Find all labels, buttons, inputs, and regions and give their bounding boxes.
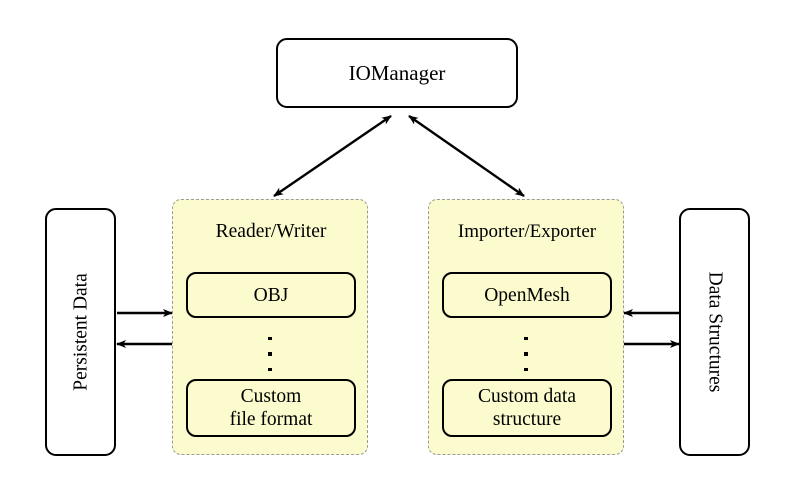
item-custom-data-structure-line2: structure xyxy=(492,409,562,430)
item-custom-file-format-line2: file format xyxy=(229,409,313,430)
panel-importer-exporter[interactable]: Importer/Exporter OpenMesh Custom data s… xyxy=(428,199,624,455)
panel-reader-writer[interactable]: Reader/Writer OBJ Custom file format xyxy=(172,199,368,455)
ellipsis-reader-writer xyxy=(258,337,282,371)
item-obj-label: OBJ xyxy=(253,284,289,306)
item-custom-data-structure[interactable]: Custom data structure xyxy=(442,379,612,437)
item-custom-data-structure-line1: Custom data xyxy=(477,386,577,407)
node-persistent-data[interactable]: Persistent Data xyxy=(45,208,116,456)
node-iomanager[interactable]: IOManager xyxy=(276,38,518,108)
item-custom-file-format-line1: Custom xyxy=(240,386,302,407)
iomanager-label: IOManager xyxy=(348,60,446,85)
ellipsis-importer-exporter xyxy=(514,337,538,371)
arrow-manager-importer-exporter xyxy=(408,115,525,197)
panel-importer-exporter-title: Importer/Exporter xyxy=(457,221,597,242)
item-openmesh[interactable]: OpenMesh xyxy=(442,272,612,318)
item-openmesh-label: OpenMesh xyxy=(484,284,570,306)
persistent-data-label: Persistent Data xyxy=(70,273,91,391)
data-structures-label: Data Structures xyxy=(704,271,725,393)
item-custom-file-format[interactable]: Custom file format xyxy=(186,379,356,437)
arrow-manager-reader-writer xyxy=(273,115,392,197)
item-obj[interactable]: OBJ xyxy=(186,272,356,318)
node-data-structures[interactable]: Data Structures xyxy=(679,208,750,456)
panel-reader-writer-title: Reader/Writer xyxy=(215,221,327,242)
